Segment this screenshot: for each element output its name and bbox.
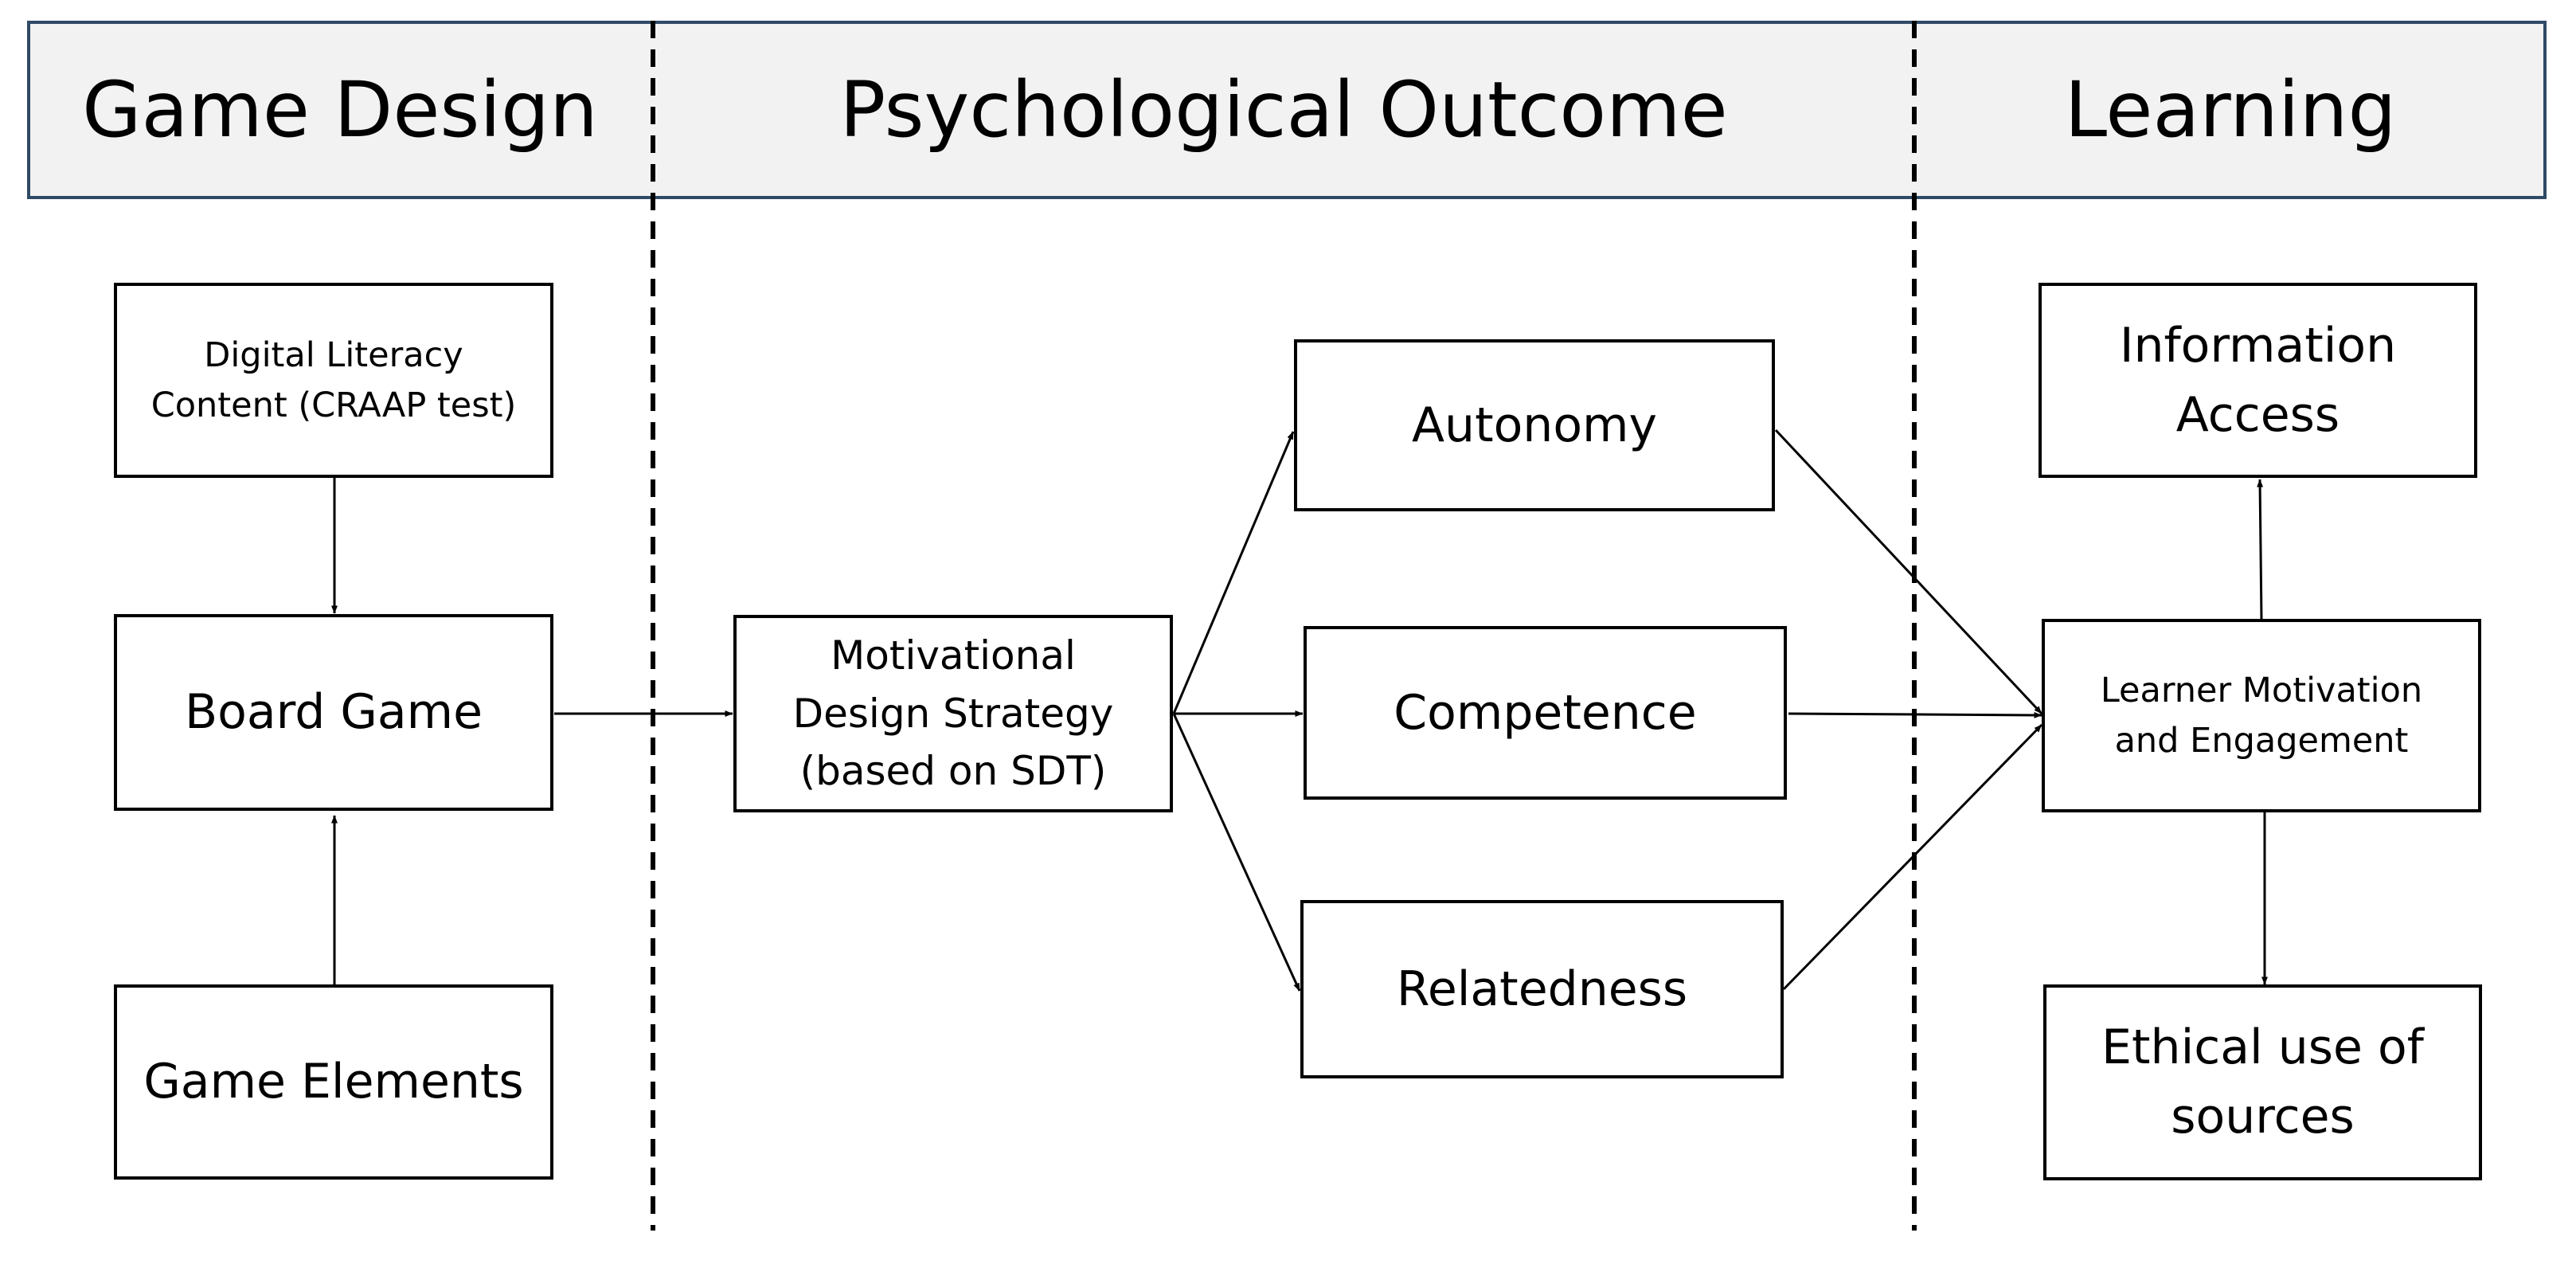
strategy-line-3: (based on SDT) [799,748,1107,795]
strategy-line-2: Design Strategy [792,690,1114,737]
arrow-autonomy-to-motivation [1774,429,2043,715]
autonomy-label: Autonomy [1412,397,1657,453]
arrow-strategy-to-autonomy [1172,431,1295,714]
box-autonomy: Autonomy [1294,339,1775,511]
box-digital-literacy-content: Digital Literacy Content (CRAAP test) [114,283,553,478]
box-ethical-use-of-sources: Ethical use of sources [2043,984,2482,1180]
arrow-relatedness-to-motivation [1782,723,2043,991]
strategy-line-1: Motivational [831,632,1076,679]
box-board-game: Board Game [114,614,553,811]
learner-motivation-line-2: and Engagement [2114,720,2409,761]
ethical-use-line-1: Ethical use of [2101,1019,2424,1075]
learner-motivation-line-1: Learner Motivation [2100,671,2423,711]
arrow-motivation-to-information [2257,479,2264,620]
relatedness-label: Relatedness [1396,961,1688,1017]
arrow-strategy-to-relatedness [1172,713,1301,992]
box-motivational-design-strategy: Motivational Design Strategy (based on S… [733,615,1173,812]
information-access-line-1: Information [2119,317,2397,374]
box-competence: Competence [1304,626,1787,800]
board-game-label: Board Game [184,684,483,740]
competence-label: Competence [1394,684,1697,741]
section-title-game-design: Game Design [82,65,598,155]
arrow-competence-to-motivation [1788,711,2042,718]
digital-literacy-line-1: Digital Literacy [204,335,463,376]
game-elements-label: Game Elements [143,1054,524,1109]
box-game-elements: Game Elements [114,984,553,1180]
header-band [27,21,2547,199]
ethical-use-line-2: sources [2171,1089,2355,1145]
box-relatedness: Relatedness [1300,900,1784,1078]
box-information-access: Information Access [2039,283,2477,478]
section-title-psychological-outcome: Psychological Outcome [839,65,1728,155]
information-access-line-2: Access [2175,386,2340,443]
box-learner-motivation-engagement: Learner Motivation and Engagement [2042,619,2481,812]
digital-literacy-line-2: Content (CRAAP test) [150,385,517,425]
section-title-learning: Learning [2064,65,2397,155]
